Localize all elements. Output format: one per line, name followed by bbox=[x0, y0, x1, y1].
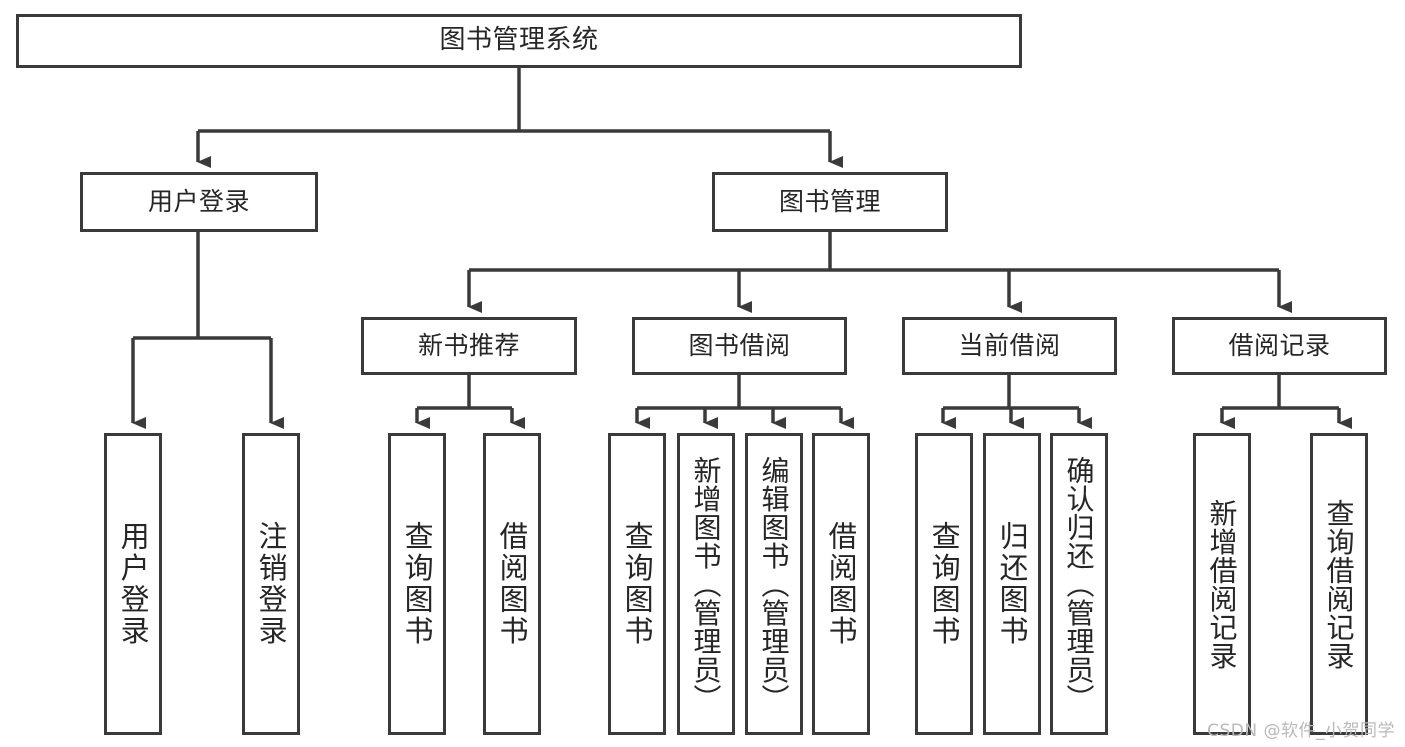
node-leaf-confirm-return-label: 确认归还（管理员） bbox=[1064, 455, 1094, 713]
node-leaf-add-record[interactable]: 新增借阅记录 bbox=[1193, 433, 1251, 735]
node-new-book-rec-label: 新书推荐 bbox=[417, 330, 520, 360]
node-current-borrow-label: 当前借阅 bbox=[958, 330, 1061, 360]
node-leaf-query-book-1[interactable]: 查询图书 bbox=[388, 433, 446, 735]
node-current-borrow[interactable]: 当前借阅 bbox=[902, 317, 1117, 375]
node-leaf-query-book-3[interactable]: 查询图书 bbox=[915, 433, 973, 735]
node-leaf-user-login-label: 用户登录 bbox=[117, 521, 149, 647]
node-leaf-user-login[interactable]: 用户登录 bbox=[104, 433, 162, 735]
node-borrow-record-label: 借阅记录 bbox=[1228, 330, 1331, 360]
node-book-manage-label: 图书管理 bbox=[778, 186, 881, 216]
node-borrow-record[interactable]: 借阅记录 bbox=[1172, 317, 1387, 375]
node-leaf-query-record[interactable]: 查询借阅记录 bbox=[1310, 433, 1368, 735]
node-leaf-borrow-book-1-label: 借阅图书 bbox=[496, 521, 528, 647]
node-leaf-borrow-book-2-label: 借阅图书 bbox=[825, 521, 857, 647]
node-leaf-return-book-label: 归还图书 bbox=[996, 521, 1028, 647]
node-user-login[interactable]: 用户登录 bbox=[80, 172, 318, 232]
node-leaf-edit-book[interactable]: 编辑图书（管理员） bbox=[745, 433, 803, 735]
node-leaf-query-book-1-label: 查询图书 bbox=[401, 521, 433, 647]
node-book-borrow-label: 图书借阅 bbox=[688, 330, 791, 360]
csdn-watermark: CSDN @软件_小贺同学 bbox=[1207, 721, 1395, 741]
node-root-label: 图书管理系统 bbox=[439, 25, 599, 56]
node-user-login-label: 用户登录 bbox=[147, 186, 250, 216]
node-leaf-add-record-label: 新增借阅记录 bbox=[1207, 498, 1237, 670]
node-root[interactable]: 图书管理系统 bbox=[16, 14, 1022, 68]
node-leaf-logout[interactable]: 注销登录 bbox=[242, 433, 300, 735]
node-book-manage[interactable]: 图书管理 bbox=[712, 172, 948, 232]
node-leaf-borrow-book-2[interactable]: 借阅图书 bbox=[812, 433, 870, 735]
node-leaf-query-book-2[interactable]: 查询图书 bbox=[608, 433, 666, 735]
node-leaf-borrow-book-1[interactable]: 借阅图书 bbox=[483, 433, 541, 735]
node-leaf-confirm-return[interactable]: 确认归还（管理员） bbox=[1050, 433, 1108, 735]
node-leaf-query-book-2-label: 查询图书 bbox=[621, 521, 653, 647]
node-leaf-logout-label: 注销登录 bbox=[255, 521, 287, 647]
node-leaf-return-book[interactable]: 归还图书 bbox=[983, 433, 1041, 735]
node-leaf-add-book[interactable]: 新增图书（管理员） bbox=[677, 433, 735, 735]
node-leaf-add-book-label: 新增图书（管理员） bbox=[691, 455, 721, 713]
node-leaf-query-record-label: 查询借阅记录 bbox=[1324, 498, 1354, 670]
node-leaf-edit-book-label: 编辑图书（管理员） bbox=[759, 455, 789, 713]
node-book-borrow[interactable]: 图书借阅 bbox=[632, 317, 847, 375]
node-new-book-rec[interactable]: 新书推荐 bbox=[361, 317, 577, 375]
node-leaf-query-book-3-label: 查询图书 bbox=[928, 521, 960, 647]
